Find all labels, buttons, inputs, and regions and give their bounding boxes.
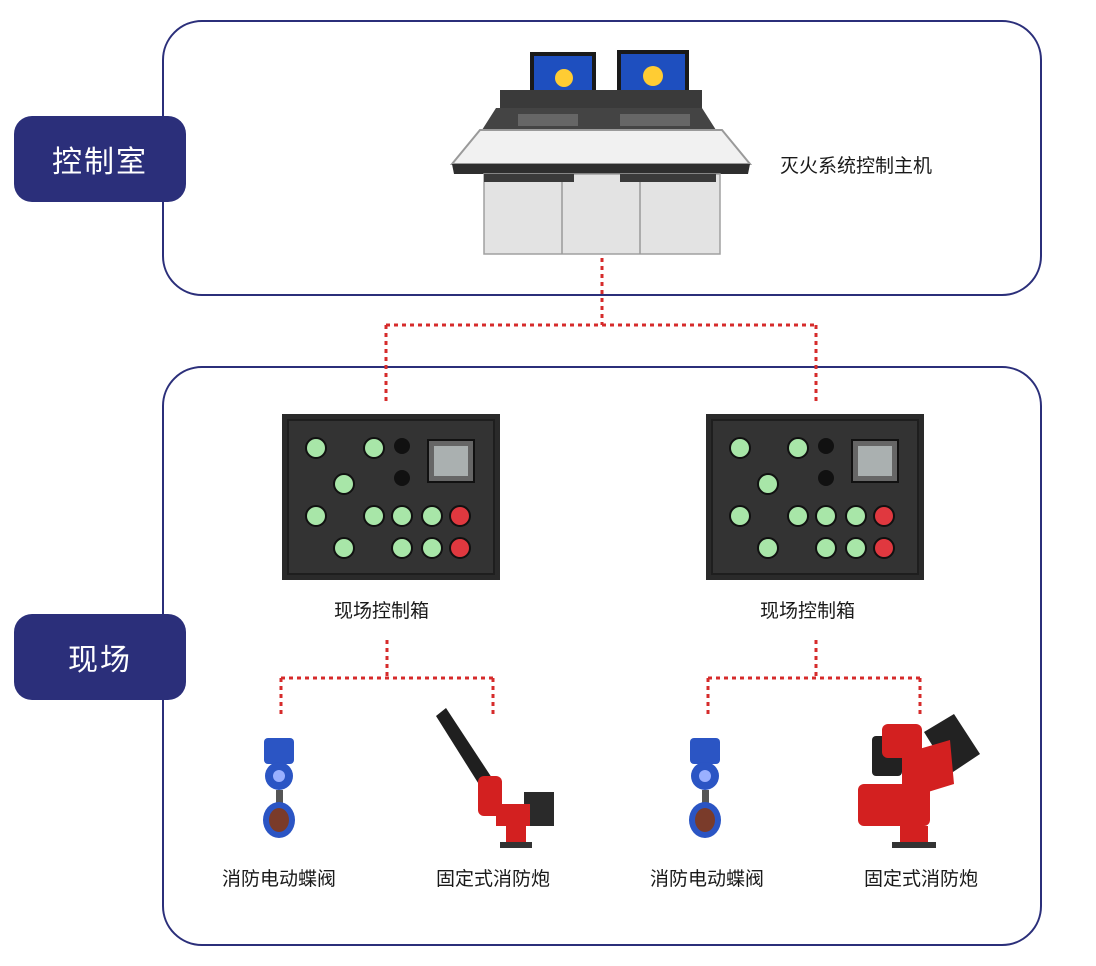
- fire-monitor-icon: [436, 708, 554, 848]
- field-box-caption: 现场控制箱: [760, 600, 856, 622]
- device-caption: 消防电动蝶阀: [650, 868, 765, 890]
- device-caption: 固定式消防炮: [436, 868, 551, 890]
- butterfly-valve-icon: [263, 738, 295, 838]
- host-caption: 灭火系统控制主机: [780, 155, 933, 177]
- field-control-box-icon: [282, 414, 500, 580]
- field-control-box-icon: [706, 414, 924, 580]
- device-caption: 消防电动蝶阀: [222, 868, 337, 890]
- field-box-caption: 现场控制箱: [334, 600, 430, 622]
- control-room-tag: 控制室: [14, 116, 186, 202]
- device-caption: 固定式消防炮: [864, 868, 979, 890]
- control-console-icon: [449, 50, 753, 255]
- butterfly-valve-icon: [689, 738, 721, 838]
- fire-monitor-icon: [858, 714, 980, 848]
- field-tag: 现场: [14, 614, 186, 700]
